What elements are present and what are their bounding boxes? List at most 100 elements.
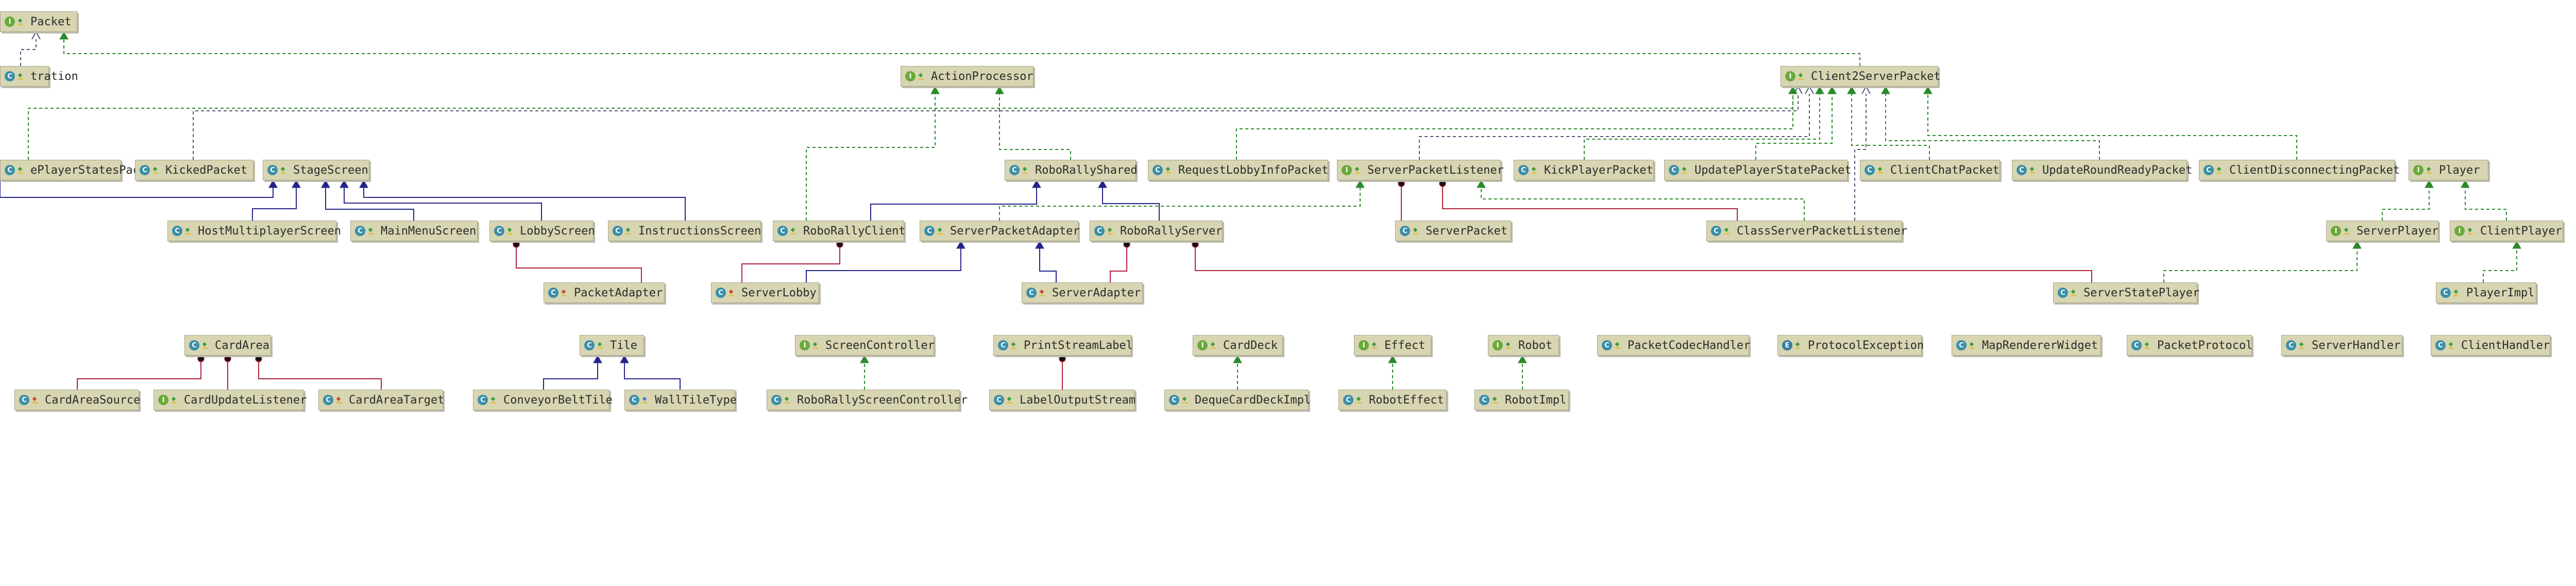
class-badge-icon: C	[2016, 165, 2027, 175]
class-badge-icon: C	[1400, 226, 1410, 236]
arrowhead-updateplayerstatespacket-to-stagescreen	[268, 179, 278, 188]
visibility-icon	[1165, 165, 1172, 175]
visibility-icon	[1356, 395, 1362, 405]
class-badge-icon: C	[494, 226, 504, 236]
class-node-label: PacketAdapter	[574, 286, 663, 299]
class-badge-icon: C	[1094, 226, 1105, 236]
class-node-lobbyscreen[interactable]: C LobbyScreen	[489, 221, 595, 241]
arrowhead-registration-to-packet	[31, 30, 41, 40]
inner-class-dot-packetadapter-to-lobbyscreen	[513, 241, 520, 248]
visibility-icon	[1039, 288, 1045, 298]
class-badge-icon: C	[323, 395, 333, 405]
class-node-cardarea[interactable]: C CardArea	[184, 335, 271, 356]
class-node-label: tration	[30, 70, 78, 83]
visibility-icon	[2426, 165, 2432, 175]
visibility-icon	[2029, 165, 2036, 175]
visibility-icon	[171, 395, 177, 405]
class-node-label: Effect	[1384, 339, 1426, 352]
class-badge-icon: C	[189, 340, 199, 350]
class-node-label: LobbyScreen	[520, 224, 595, 238]
arrowhead-requestlobbyinfopacket-to-client2serverpacket	[1788, 86, 1798, 94]
class-node-label: RoboRallyShared	[1035, 163, 1138, 177]
arrowhead-dequecarddeckimpl-to-carddeck	[1233, 355, 1242, 363]
arrowhead-classserverpacketlistener-to-serverpacketlistener	[1477, 179, 1486, 188]
class-node-label: RoboRallyScreenController	[797, 393, 968, 407]
visibility-icon	[1182, 395, 1188, 405]
visibility-icon	[2144, 340, 2150, 350]
class-badge-icon: C	[1669, 165, 1679, 175]
edge-inner-cardareatarget-to-cardarea	[258, 356, 382, 390]
visibility-icon	[490, 395, 497, 405]
interface-badge-icon: I	[2331, 226, 2341, 236]
visibility-icon	[1798, 71, 1804, 81]
class-badge-icon: C	[1343, 395, 1353, 405]
visibility-icon	[1210, 340, 1216, 350]
class-badge-icon: C	[716, 288, 726, 298]
edge-impl-kickplayerpacket-to-client2serverpacket	[1584, 94, 1820, 160]
visibility-icon	[2448, 340, 2454, 350]
arrowhead-serveradapter-to-serverpacketadapter	[1035, 240, 1044, 249]
edge-ext-roborallyclient-to-roborallyshared	[870, 188, 1037, 221]
class-node-label: CardArea	[215, 339, 269, 352]
class-badge-icon: C	[1956, 340, 1967, 350]
class-node-roborallyscreencontroller[interactable]: C RoboRallyScreenController	[767, 390, 968, 410]
class-badge-icon: C	[771, 395, 782, 405]
interface-badge-icon: I	[1197, 340, 1208, 350]
class-badge-icon: C	[924, 226, 935, 236]
visibility-icon	[1011, 340, 1017, 350]
